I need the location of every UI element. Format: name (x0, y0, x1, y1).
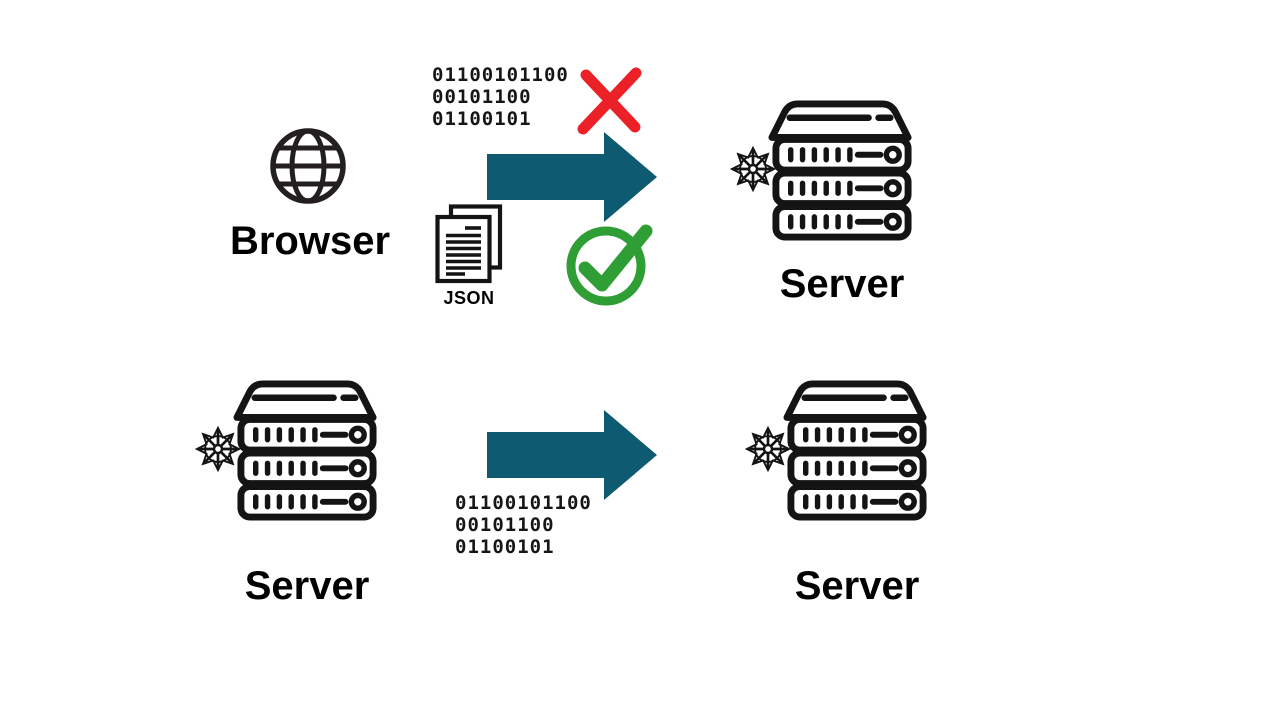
browser-label: Browser (229, 219, 391, 263)
binary-line: 00101100 (455, 514, 555, 536)
server-rack-icon (783, 380, 931, 524)
binary-line: 01100101100 (455, 492, 592, 514)
server-rack-icon (233, 380, 381, 524)
json-documents-icon (435, 204, 503, 284)
server-label: Server (779, 262, 905, 306)
server-label: Server (794, 564, 920, 608)
server-node-bottom-right: Server (743, 380, 943, 610)
arrow-right-icon (487, 132, 657, 222)
binary-line: 01100101100 (432, 64, 569, 86)
server-node-bottom-left: Server (193, 380, 393, 610)
binary-line: 01100101 (432, 108, 532, 130)
binary-data-top: 01100101100 00101100 01100101 (432, 64, 569, 130)
checkmark-icon (566, 224, 653, 306)
server-node-top-right: Server (728, 100, 928, 330)
binary-line: 01100101 (455, 536, 555, 558)
server-label: Server (244, 564, 370, 608)
cross-x-icon (577, 67, 642, 135)
server-rack-icon (768, 100, 916, 244)
json-label: JSON (443, 288, 495, 308)
binary-data-bottom: 01100101100 00101100 01100101 (455, 492, 592, 558)
binary-line: 00101100 (432, 86, 532, 108)
globe-icon (270, 128, 346, 204)
arrow-right-icon (487, 410, 657, 500)
